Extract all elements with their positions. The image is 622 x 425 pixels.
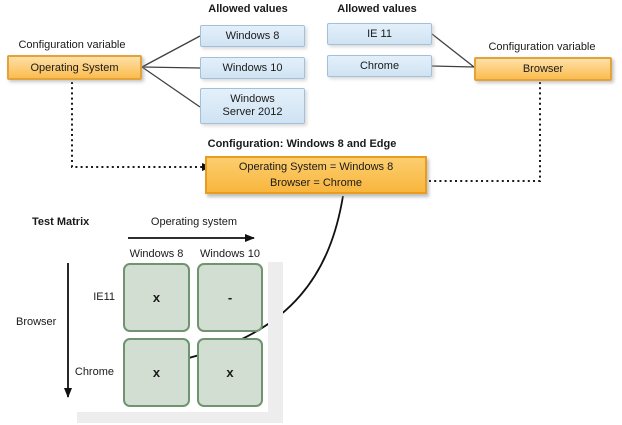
right-allowed-values-header: Allowed values xyxy=(337,3,417,15)
test-matrix-title: Test Matrix xyxy=(32,216,90,228)
dotted-arrow-os-to-config xyxy=(71,82,212,171)
allowed-value-winserver2012: Windows Server 2012 xyxy=(200,88,305,124)
matrix-shadow-bottom xyxy=(77,412,283,423)
row-header-chrome: Chrome xyxy=(74,366,114,378)
cell-ie11-windows10: - xyxy=(197,263,263,332)
connector-os-windows10 xyxy=(141,66,201,69)
left-variable-label: Configuration variable xyxy=(18,39,126,51)
connector-chrome-browser xyxy=(431,65,475,68)
configuration-box: Operating System = Windows 8 Browser = C… xyxy=(205,156,427,194)
cell-chrome-windows10: x xyxy=(197,338,263,407)
allowed-value-chrome: Chrome xyxy=(327,55,432,77)
right-variable-label: Configuration variable xyxy=(488,41,596,53)
column-header-windows8: Windows 8 xyxy=(129,248,184,260)
row-header-ie11: IE11 xyxy=(93,291,115,303)
operating-system-box: Operating System xyxy=(7,55,142,80)
configuration-line-os: Operating System = Windows 8 xyxy=(238,161,394,173)
connector-os-winserver2012 xyxy=(141,66,201,108)
connector-os-windows8 xyxy=(141,35,201,68)
left-allowed-values-header: Allowed values xyxy=(208,3,288,15)
y-axis-label: Browser xyxy=(16,316,57,328)
browser-box: Browser xyxy=(474,57,612,81)
connector-ie11-browser xyxy=(431,33,475,68)
configuration-title: Configuration: Windows 8 and Edge xyxy=(207,138,397,150)
x-axis-label: Operating system xyxy=(150,216,238,228)
column-header-windows10: Windows 10 xyxy=(200,248,260,260)
dotted-arrow-browser-to-config xyxy=(379,82,541,185)
allowed-value-windows10: Windows 10 xyxy=(200,57,305,79)
allowed-value-ie11: IE 11 xyxy=(327,23,432,45)
allowed-value-windows8: Windows 8 xyxy=(200,25,305,47)
matrix-shadow-right xyxy=(268,262,283,422)
configuration-line-browser: Browser = Chrome xyxy=(269,177,362,189)
cell-chrome-windows8: x xyxy=(123,338,190,407)
cell-ie11-windows8: x xyxy=(123,263,190,332)
